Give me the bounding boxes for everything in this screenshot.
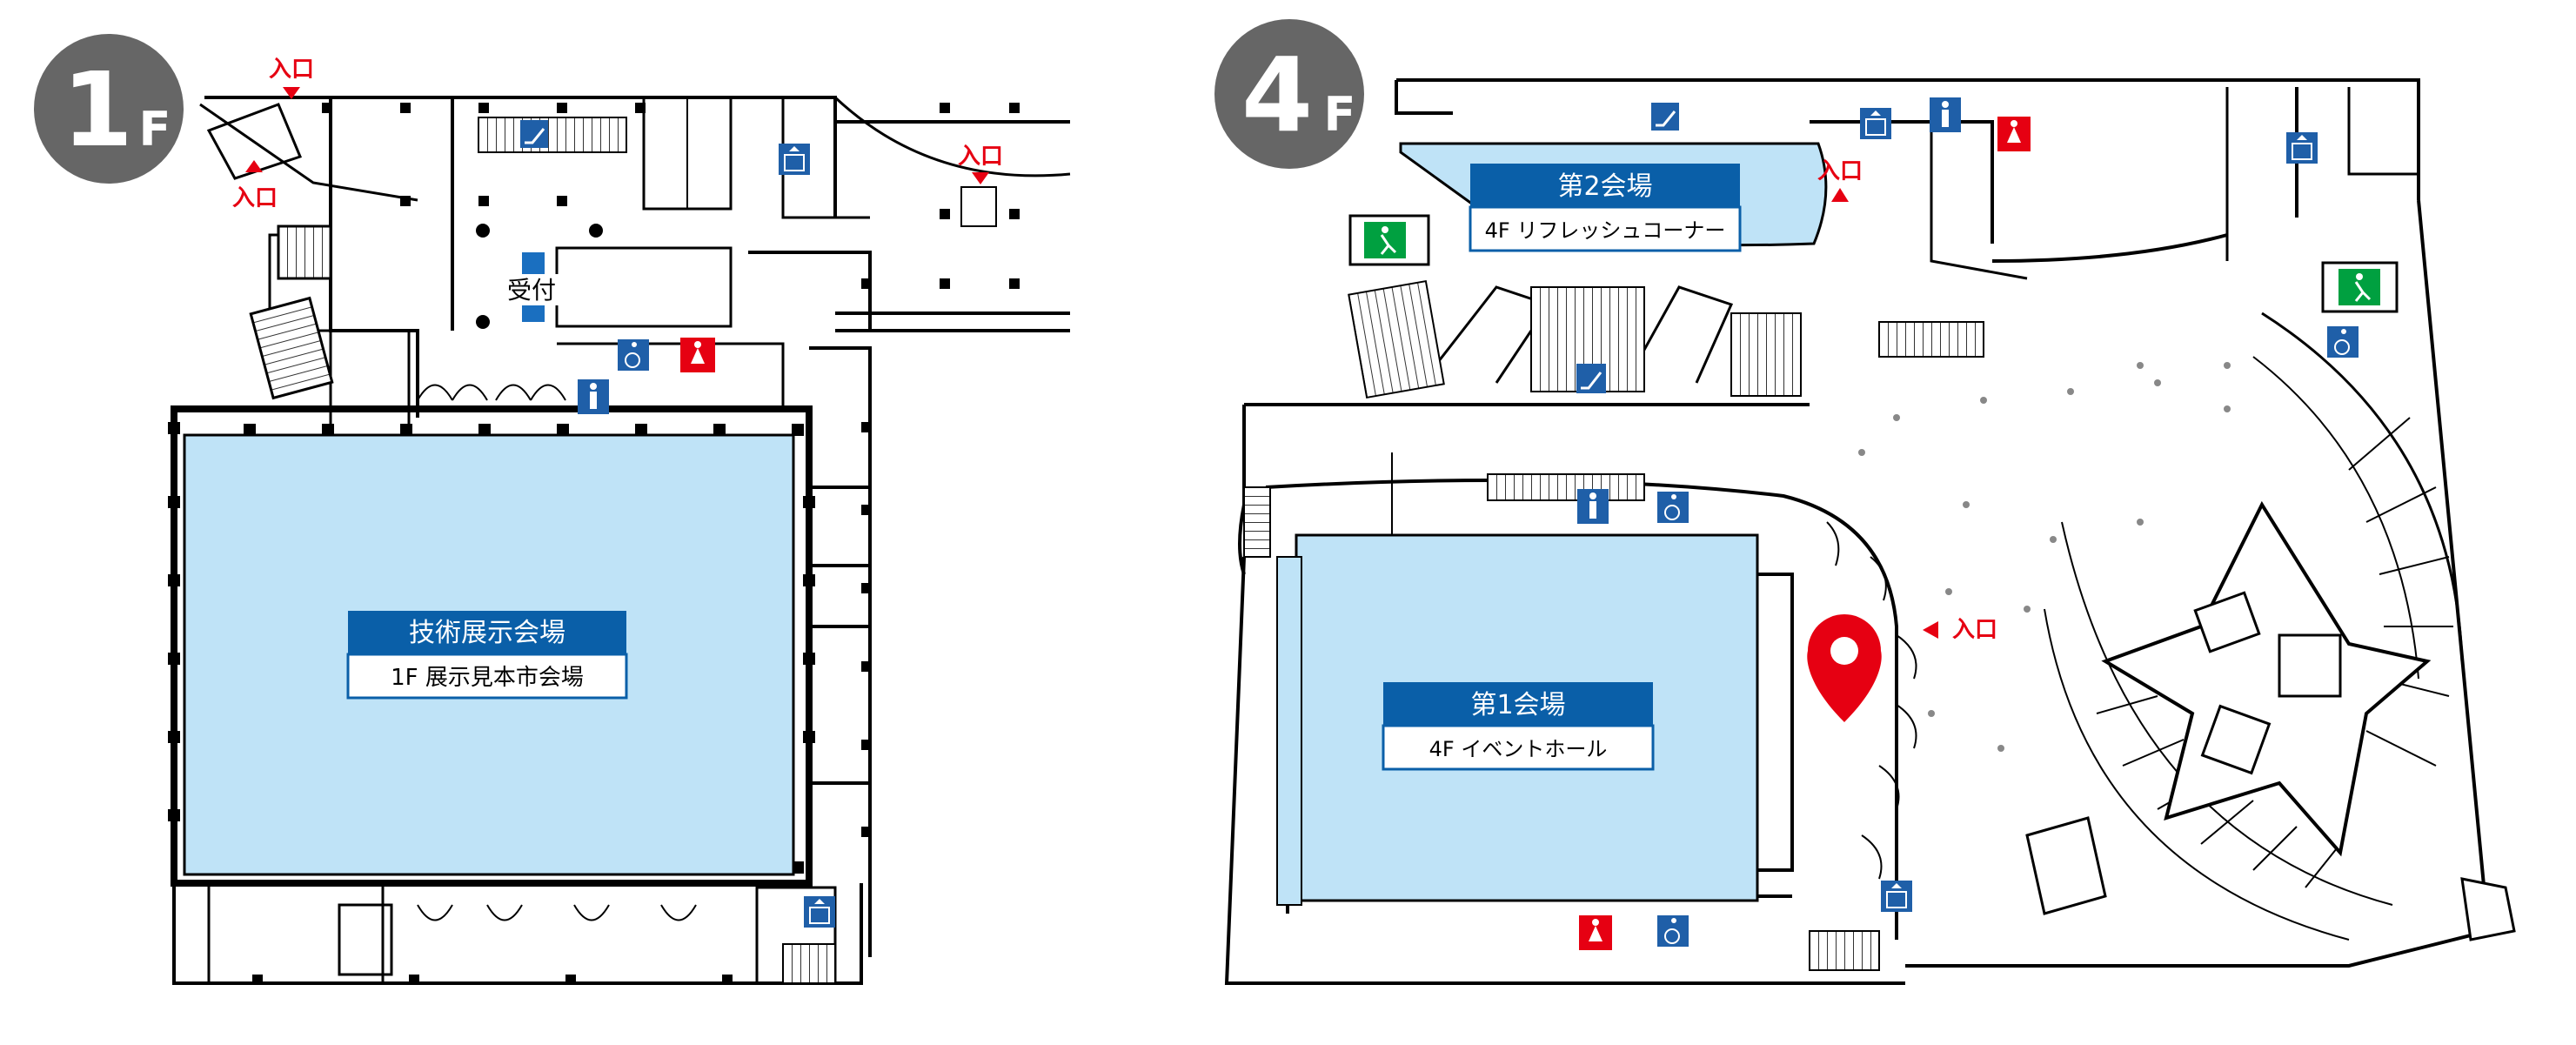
wheelchair-icon	[1657, 915, 1689, 947]
location-pin-icon[interactable]	[1807, 614, 1882, 722]
entrance-label: 入口	[1952, 617, 1997, 643]
elevator-icon	[1881, 881, 1912, 912]
entrance-label: 入口	[269, 57, 314, 83]
floor-4f-plan: 第2会場 4F リフレッシュコーナー 第1会場 4F イベントホール 入口 入口	[1214, 19, 2516, 985]
reception-marker[interactable]: 受付	[501, 252, 562, 322]
venue-name: 第2会場	[1557, 171, 1652, 202]
floor-4f-radial-plaza	[2044, 417, 2453, 941]
elevator-icon	[804, 896, 835, 928]
floor-4f-stairs	[1809, 930, 1880, 971]
floor-badge-number: 1	[62, 50, 133, 170]
floor-4f-stairs	[1348, 279, 1445, 399]
floor-1f-stairs	[249, 296, 334, 400]
elevator-icon	[1860, 108, 1891, 139]
floor-1f-doors	[417, 384, 697, 921]
reception-label: 受付	[507, 276, 556, 305]
floor-badge-1f: 1 F	[34, 34, 184, 184]
floor-4f-doors	[1826, 521, 1917, 880]
floor-4f-stairs	[1878, 321, 1984, 358]
entrance-marker-1f-left[interactable]: 入口	[232, 160, 278, 211]
floor-1f-vestibule	[199, 103, 418, 202]
entrance-marker-1f-top[interactable]: 入口	[269, 57, 314, 99]
wheelchair-icon	[618, 339, 649, 371]
mens-restroom-icon	[578, 379, 609, 414]
womens-restroom-icon	[1997, 117, 2031, 151]
floor-badge-number: 4	[1241, 35, 1313, 155]
floor-1f-stairs	[277, 224, 332, 280]
floor-4f-central-structure	[2025, 500, 2516, 941]
venue-label-4f-1[interactable]: 第1会場 4F イベントホール	[1382, 682, 1655, 771]
floor-1f-stairs	[478, 117, 627, 153]
wheelchair-icon	[2327, 326, 2359, 358]
entrance-label: 入口	[1817, 158, 1863, 184]
escalator-icon	[1576, 364, 1606, 393]
elevator-icon	[2286, 132, 2318, 164]
emergency-exit-icon	[1348, 214, 1430, 266]
floor-4f-plaza-columns	[1858, 362, 2231, 752]
venue-subtitle: 4F イベントホール	[1429, 737, 1608, 761]
escalator-icon	[520, 120, 548, 148]
mens-restroom-icon	[1577, 489, 1609, 524]
elevator-icon	[779, 144, 810, 175]
womens-restroom-icon	[1579, 915, 1612, 950]
floor-badge-4f: 4 F	[1214, 19, 1364, 169]
venue-name: 第1会場	[1470, 690, 1565, 720]
floor-1f-stairs	[782, 943, 836, 984]
mens-restroom-icon	[1930, 97, 1961, 132]
floor-4f-stairs	[1243, 486, 1271, 558]
entrance-label: 入口	[232, 185, 278, 211]
floor-1f-plan: 技術展示会場 1F 展示見本市会場 受付 入口 入口 入口	[34, 34, 1071, 985]
emergency-exit-icon	[2321, 261, 2399, 313]
venue-label-4f-2[interactable]: 第2会場 4F リフレッシュコーナー	[1469, 164, 1742, 252]
floor-4f-stairs	[1487, 473, 1645, 501]
entrance-marker-4f-top[interactable]: 入口	[1817, 158, 1863, 202]
venue-subtitle: 1F 展示見本市会場	[391, 665, 584, 691]
wheelchair-icon	[1657, 492, 1689, 523]
venue-subtitle: 4F リフレッシュコーナー	[1485, 218, 1726, 243]
floor-4f-stairs	[1730, 312, 1802, 397]
venue-name: 技術展示会場	[409, 618, 565, 648]
floor-4f-event-hall-stage	[1276, 556, 1302, 906]
entrance-label: 入口	[958, 144, 1003, 170]
entrance-marker-1f-right[interactable]: 入口	[958, 144, 1003, 227]
venue-label-1f[interactable]: 技術展示会場 1F 展示見本市会場	[346, 611, 628, 700]
escalator-icon	[1651, 103, 1679, 131]
floor-1f-entrance-arc	[833, 96, 1071, 178]
floor-badge-suffix: F	[139, 102, 171, 157]
entrance-marker-4f-right[interactable]: 入口	[1923, 617, 1997, 643]
floor-badge-suffix: F	[1324, 87, 1356, 142]
womens-restroom-icon	[680, 338, 715, 372]
